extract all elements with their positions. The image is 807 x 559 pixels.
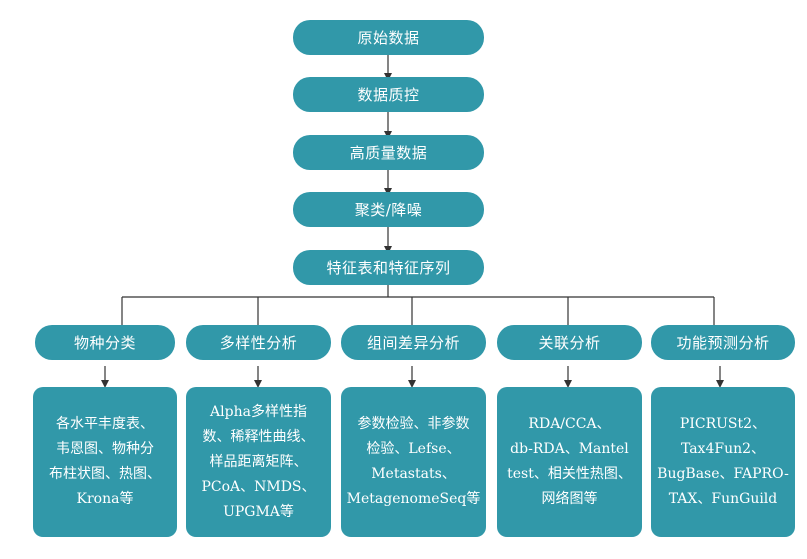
node-raw-data: 原始数据 [293, 20, 484, 55]
node-cluster-denoise: 聚类/降噪 [293, 192, 484, 227]
detail-line: Alpha多样性指 [210, 403, 307, 420]
detail-line: db-RDA、Mantel [510, 441, 629, 457]
branch-group-difference: 组间差异分析 [341, 325, 486, 360]
detail-line: MetagenomeSeq等 [346, 491, 481, 507]
detail-diversity: Alpha多样性指 数、稀释性曲线、 样品距离矩阵、 PCoA、NMDS、 UP… [186, 387, 331, 537]
detail-line: 韦恩图、物种分 [56, 441, 154, 457]
detail-line: 样品距离矩阵、 [209, 453, 308, 470]
detail-line: Metastats、 [371, 466, 456, 482]
detail-line: BugBase、FAPRO- [657, 466, 789, 482]
detail-line: 网络图等 [541, 491, 598, 507]
node-clean-data: 高质量数据 [293, 135, 484, 170]
detail-group-difference: 参数检验、非参数 检验、Lefse、 Metastats、 Metagenome… [341, 387, 486, 537]
detail-line: TAX、FunGuild [668, 491, 778, 507]
detail-line: RDA/CCA、 [528, 416, 611, 432]
detail-line: 检验、Lefse、 [366, 441, 461, 457]
detail-line: UPGMA等 [223, 503, 294, 520]
branch-function-prediction: 功能预测分析 [651, 325, 795, 360]
detail-line: test、相关性热图、 [507, 466, 632, 482]
branch-correlation: 关联分析 [497, 325, 642, 360]
detail-line: 各水平丰度表、 [56, 416, 154, 432]
detail-correlation: RDA/CCA、 db-RDA、Mantel test、相关性热图、 网络图等 [497, 387, 642, 537]
detail-function-prediction: PICRUSt2、 Tax4Fun2、 BugBase、FAPRO- TAX、F… [651, 387, 795, 537]
branch-diversity: 多样性分析 [186, 325, 331, 360]
detail-line: PCoA、NMDS、 [201, 478, 316, 495]
detail-line: 布柱状图、热图、 [49, 466, 161, 482]
node-qc: 数据质控 [293, 77, 484, 112]
detail-line: Tax4Fun2、 [680, 441, 766, 457]
detail-taxonomy: 各水平丰度表、 韦恩图、物种分 布柱状图、热图、 Krona等 [33, 387, 177, 537]
detail-line: PICRUSt2、 [679, 416, 767, 432]
detail-line: 数、稀释性曲线、 [202, 428, 315, 445]
branch-taxonomy: 物种分类 [35, 325, 175, 360]
detail-line: Krona等 [76, 491, 134, 507]
node-feature-table: 特征表和特征序列 [293, 250, 484, 285]
detail-line: 参数检验、非参数 [357, 416, 470, 432]
